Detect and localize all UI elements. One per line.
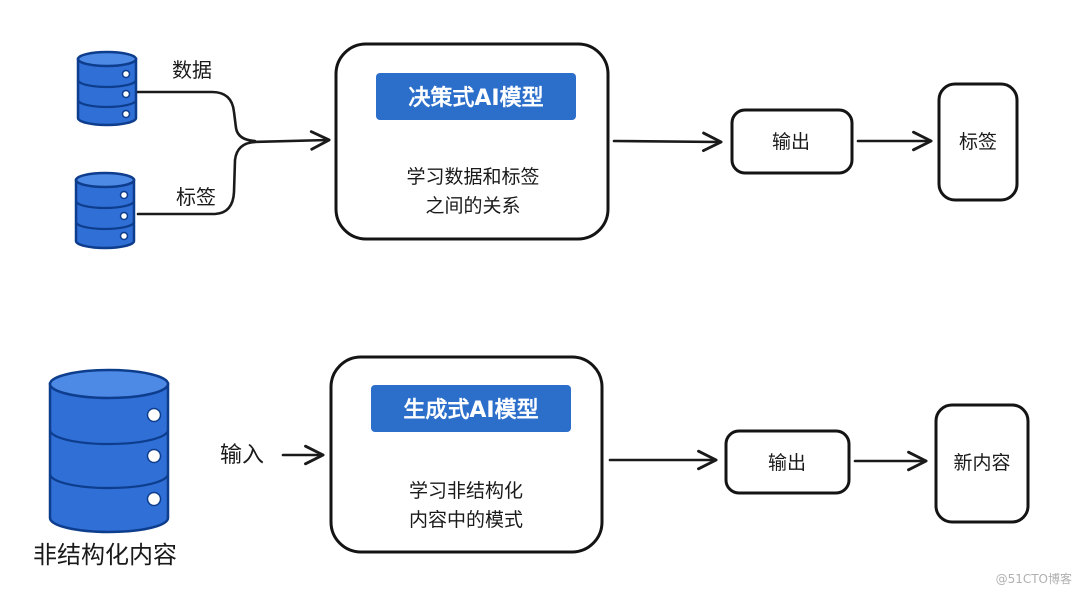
result-label: 新内容	[953, 452, 1010, 474]
input-label-data: 数据	[172, 58, 212, 82]
generative-model-description-line-1: 学习非结构化	[409, 480, 523, 502]
database-body	[76, 57, 138, 127]
database-top	[76, 50, 138, 68]
database-icon	[74, 171, 136, 250]
decision-model-description-line-1: 学习数据和标签	[406, 166, 539, 188]
source-label: 非结构化内容	[33, 541, 177, 569]
arrow-right-icon	[248, 130, 331, 151]
decision-model-title-highlight	[376, 73, 576, 120]
bottom-row: 非结构化内容 输入 生成式AI模型 学习非结构化 内容中的模式 输出 新内容	[33, 355, 1030, 569]
database-top	[48, 368, 170, 400]
database-body	[74, 178, 136, 250]
decision-model-description-line-2: 之间的关系	[425, 195, 520, 217]
connector-labels	[136, 140, 257, 216]
generative-model-title: 生成式AI模型	[403, 398, 538, 423]
arrow-right-icon	[612, 131, 723, 153]
output-label: 输出	[768, 452, 806, 474]
result-box	[937, 82, 1019, 202]
input-label-labels: 标签	[176, 185, 216, 209]
result-label: 标签	[959, 131, 997, 153]
output-box	[724, 429, 851, 495]
watermark: @51CTO博客	[996, 571, 1072, 586]
database-icon	[76, 50, 138, 127]
input-label: 输入	[220, 443, 264, 468]
generative-model-description-line-2: 内容中的模式	[409, 509, 523, 531]
generative-model-title-highlight	[371, 385, 571, 432]
database-icon	[48, 368, 170, 534]
output-box	[730, 108, 854, 175]
database-top	[74, 171, 136, 189]
top-row: 数据 标签 决策式AI模型 学习数据和标签 之间的关系 输出	[74, 42, 1019, 250]
connector-data	[136, 90, 257, 143]
result-box	[934, 403, 1030, 524]
output-label: 输出	[772, 131, 810, 153]
database-body	[48, 382, 170, 534]
decision-model-title: 决策式AI模型	[408, 85, 543, 111]
